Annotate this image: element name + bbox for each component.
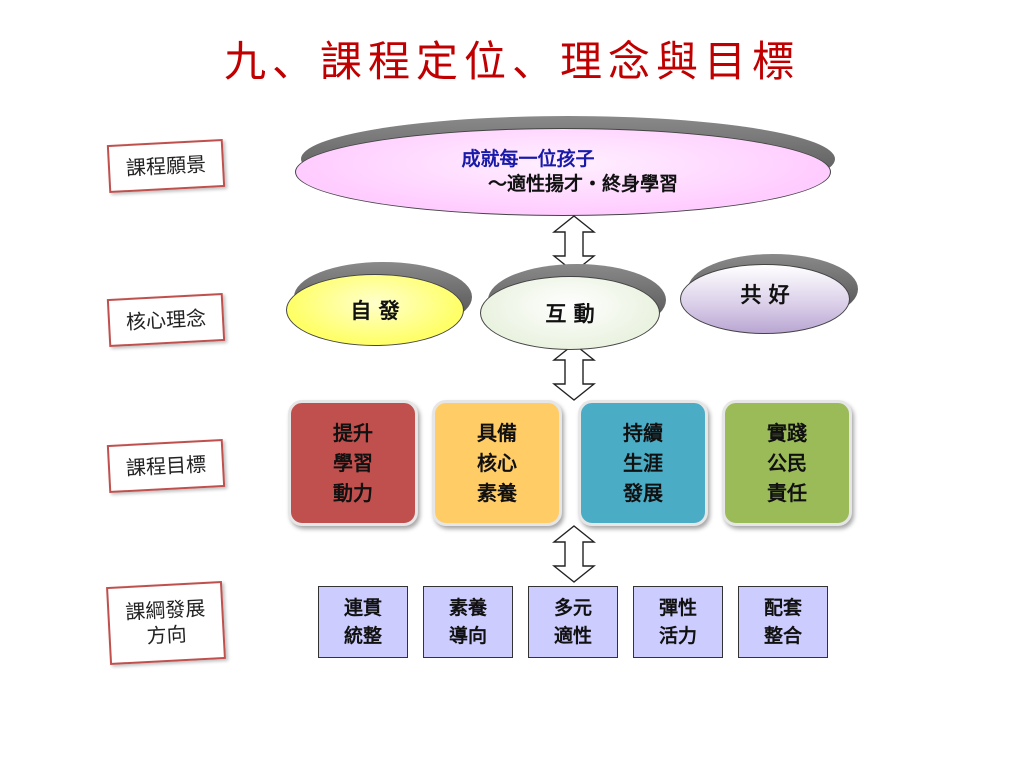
core-oval-3: 共 好 <box>680 264 850 334</box>
double-arrow-2 <box>552 343 596 401</box>
vision-line2: ～適性揚才・終身學習 <box>487 173 678 195</box>
vision-oval: 成就每一位孩子 ～適性揚才・終身學習 <box>295 128 831 216</box>
label-direction-text: 課綱發展 方向 <box>124 595 206 649</box>
label-vision: 課程願景 <box>106 138 226 194</box>
core-item-3: 共 好 <box>740 282 790 307</box>
vision-line1: 成就每一位孩子 <box>461 148 595 171</box>
direction-box-2: 素養 導向 <box>423 586 513 658</box>
goal-box-1: 提升 學習 動力 <box>288 400 418 526</box>
page-title: 九、課程定位、理念與目標 <box>223 37 800 86</box>
label-goals: 課程目標 <box>106 438 226 494</box>
label-direction: 課綱發展 方向 <box>106 581 226 665</box>
direction-box-1: 連貫 統整 <box>318 586 408 658</box>
goal-box-3: 持續 生涯 發展 <box>578 400 708 526</box>
direction-box-3: 多元 適性 <box>528 586 618 658</box>
direction-box-5: 配套 整合 <box>738 586 828 658</box>
label-core: 核心理念 <box>106 292 226 348</box>
core-oval-2: 互 動 <box>480 276 660 350</box>
goal-box-4: 實踐 公民 責任 <box>722 400 852 526</box>
core-oval-1: 自 發 <box>286 274 464 346</box>
core-item-2: 互 動 <box>545 301 595 326</box>
direction-box-4: 彈性 活力 <box>633 586 723 658</box>
label-core-text: 核心理念 <box>125 305 207 334</box>
double-arrow-3 <box>552 525 596 583</box>
core-item-1: 自 發 <box>350 298 400 323</box>
goal-box-2: 具備 核心 素養 <box>432 400 562 526</box>
label-goals-text: 課程目標 <box>125 451 207 480</box>
label-vision-text: 課程願景 <box>125 151 207 180</box>
